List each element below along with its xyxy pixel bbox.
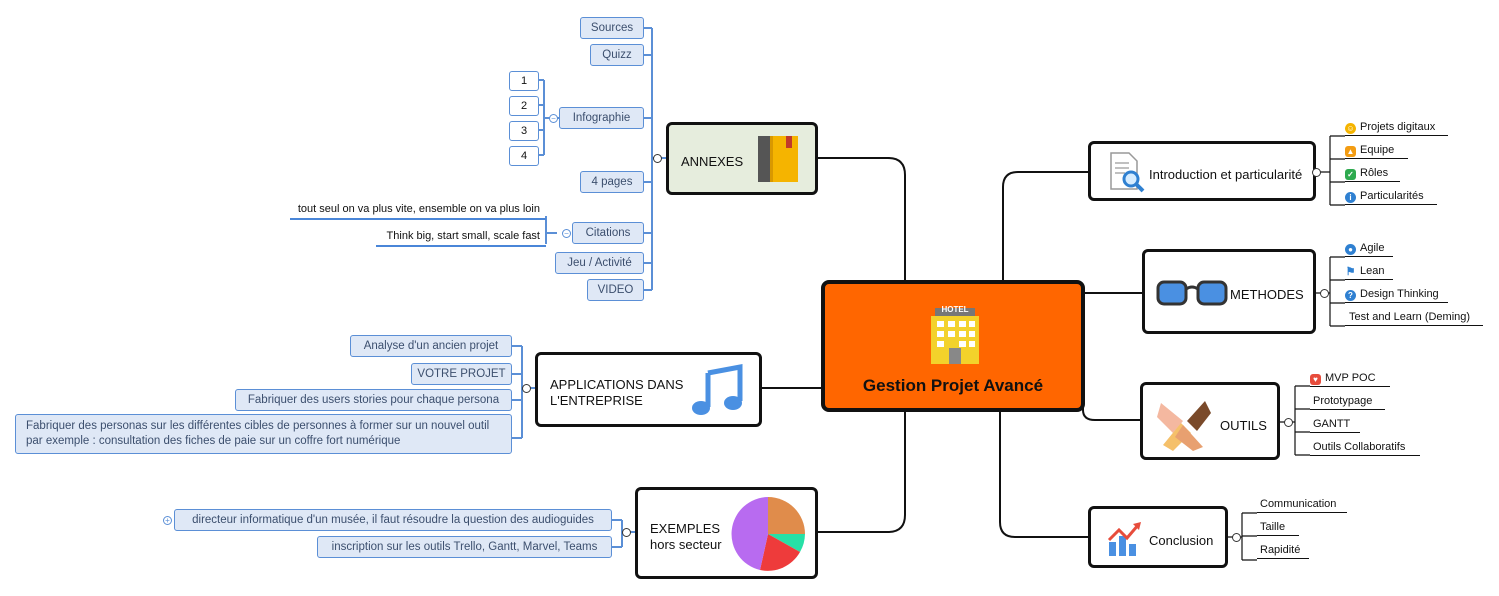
methode-item-lean[interactable]: ⚑Lean xyxy=(1345,263,1393,280)
exemple-item-musee[interactable]: directeur informatique d'un musée, il fa… xyxy=(174,509,612,531)
intro-item-projets-digitaux[interactable]: ☺Projets digitaux xyxy=(1345,119,1448,136)
hotel-icon xyxy=(931,308,979,364)
outil-item-collaboratifs[interactable]: Outils Collaboratifs xyxy=(1310,439,1420,456)
trending-chart-icon xyxy=(1107,522,1141,556)
hotel-sign-text: HOTEL xyxy=(941,305,969,314)
annexe-item-video[interactable]: VIDEO xyxy=(587,279,644,301)
glasses-icon xyxy=(1156,280,1228,306)
introduction-collapse-knob[interactable] xyxy=(1312,168,1321,177)
applications-label-line2: L'ENTREPRISE xyxy=(550,393,643,408)
annexe-item-citations[interactable]: Citations xyxy=(572,222,644,244)
question-icon: ? xyxy=(1345,290,1356,301)
document-search-icon xyxy=(1110,152,1145,193)
application-item-user-stories[interactable]: Fabriquer des users stories pour chaque … xyxy=(235,389,512,411)
application-item-votre-projet[interactable]: VOTRE PROJET xyxy=(411,363,512,385)
person-icon: ● xyxy=(1345,244,1356,255)
exemples-collapse-knob[interactable] xyxy=(622,528,631,537)
applications-collapse-knob[interactable] xyxy=(522,384,531,393)
conclusion-item-rapidite[interactable]: Rapidité xyxy=(1257,542,1309,559)
methode-item-test-and-learn[interactable]: Test and Learn (Deming) xyxy=(1345,309,1483,326)
central-topic[interactable]: HOTEL Gestion Projet Avancé xyxy=(821,280,1085,412)
annexe-item-infographie[interactable]: Infographie xyxy=(559,107,644,129)
citation-1[interactable]: tout seul on va plus vite, ensemble on v… xyxy=(290,201,546,220)
exemples-topic[interactable]: EXEMPLES hors secteur xyxy=(635,487,818,579)
conclusion-topic[interactable]: Conclusion xyxy=(1088,506,1228,568)
citation-2[interactable]: Think big, start small, scale fast xyxy=(376,228,546,247)
joined-hands-icon xyxy=(1157,401,1211,451)
outils-label: OUTILS xyxy=(1220,418,1267,433)
citations-collapse-knob[interactable]: − xyxy=(562,229,571,238)
outil-item-gantt[interactable]: GANTT xyxy=(1310,416,1360,433)
infographie-child-1[interactable]: 1 xyxy=(509,71,539,91)
annexes-label: ANNEXES xyxy=(681,154,744,169)
infographie-child-4[interactable]: 4 xyxy=(509,146,539,166)
annexes-topic[interactable]: ANNEXES xyxy=(666,122,818,195)
annexe-item-quizz[interactable]: Quizz xyxy=(590,44,644,66)
methode-item-agile[interactable]: ●Agile xyxy=(1345,240,1393,257)
conclusion-item-taille[interactable]: Taille xyxy=(1257,519,1299,536)
roles-icon: ✓ xyxy=(1345,169,1356,180)
heart-icon: ♥ xyxy=(1310,374,1321,385)
annexe-item-4-pages[interactable]: 4 pages xyxy=(580,171,644,193)
central-title: Gestion Projet Avancé xyxy=(862,376,1044,395)
outil-item-prototypage[interactable]: Prototypage xyxy=(1310,393,1385,410)
outil-item-mvp-poc[interactable]: ♥MVP POC xyxy=(1310,370,1390,387)
introduction-topic[interactable]: Introduction et particularité xyxy=(1088,141,1316,201)
smiley-icon: ☺ xyxy=(1345,123,1356,134)
team-icon: ▲ xyxy=(1345,146,1356,157)
applications-label-line1: APPLICATIONS DANS xyxy=(550,377,684,392)
methodes-label: METHODES xyxy=(1230,287,1304,302)
annexes-collapse-knob[interactable] xyxy=(653,154,662,163)
notebook-icon xyxy=(758,136,798,182)
exemples-label-line1: EXEMPLES xyxy=(650,521,721,536)
info-icon: i xyxy=(1345,192,1356,203)
pie-chart-icon xyxy=(731,497,805,571)
infographie-child-2[interactable]: 2 xyxy=(509,96,539,116)
applications-topic[interactable]: APPLICATIONS DANS L'ENTREPRISE xyxy=(535,352,762,427)
conclusion-item-communication[interactable]: Communication xyxy=(1257,496,1347,513)
exemples-label-line2: hors secteur xyxy=(650,537,722,552)
exemple-item-expand-knob[interactable]: + xyxy=(163,516,172,525)
annexe-item-sources[interactable]: Sources xyxy=(580,17,644,39)
outils-collapse-knob[interactable] xyxy=(1284,418,1293,427)
outils-topic[interactable]: OUTILS xyxy=(1140,382,1280,460)
introduction-label: Introduction et particularité xyxy=(1149,167,1303,182)
exemple-item-inscription[interactable]: inscription sur les outils Trello, Gantt… xyxy=(317,536,612,558)
conclusion-label: Conclusion xyxy=(1149,533,1214,548)
flag-icon: ⚑ xyxy=(1345,266,1356,278)
application-item-analyse[interactable]: Analyse d'un ancien projet xyxy=(350,335,512,357)
methodes-collapse-knob[interactable] xyxy=(1320,289,1329,298)
music-note-icon xyxy=(692,363,743,415)
conclusion-collapse-knob[interactable] xyxy=(1232,533,1241,542)
infographie-child-3[interactable]: 3 xyxy=(509,121,539,141)
intro-item-roles[interactable]: ✓Rôles xyxy=(1345,165,1400,182)
intro-item-equipe[interactable]: ▲Equipe xyxy=(1345,142,1408,159)
methode-item-design-thinking[interactable]: ?Design Thinking xyxy=(1345,286,1448,303)
methodes-topic[interactable]: METHODES xyxy=(1142,249,1316,334)
infographie-collapse-knob[interactable]: − xyxy=(549,114,558,123)
application-item-personas[interactable]: Fabriquer des personas sur les différent… xyxy=(15,414,512,454)
annexe-item-jeu-activite[interactable]: Jeu / Activité xyxy=(555,252,644,274)
